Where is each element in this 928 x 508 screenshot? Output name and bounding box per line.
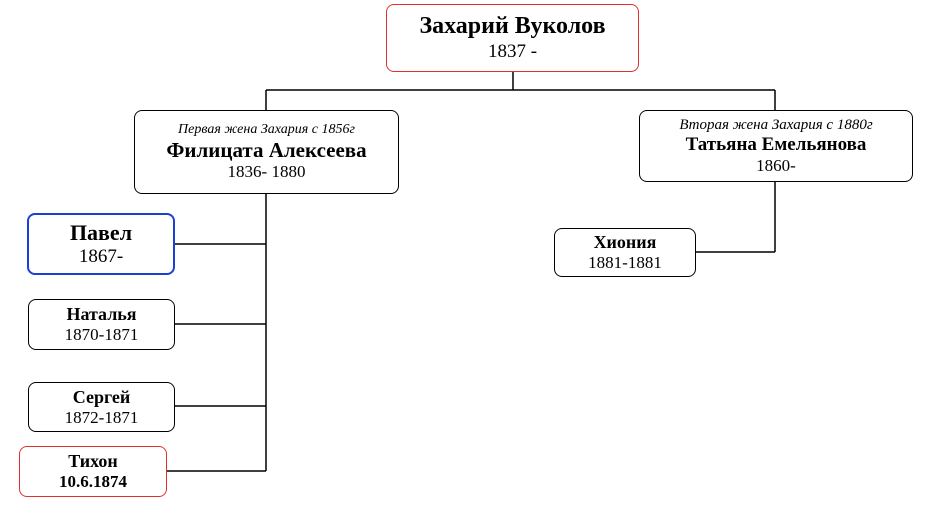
person-years: 1870-1871	[64, 325, 139, 345]
person-pavel[interactable]: Павел 1867-	[27, 213, 175, 275]
person-root[interactable]: Захарий Вуколов 1837 -	[386, 4, 639, 72]
person-sergei[interactable]: Сергей 1872-1871	[28, 382, 175, 432]
person-tikhon[interactable]: Тихон 10.6.1874	[19, 446, 167, 497]
spouse-note: Вторая жена Захария с 1880г	[679, 116, 873, 133]
person-name: Татьяна Емельянова	[685, 133, 867, 155]
person-years: 1837 -	[487, 40, 538, 62]
person-years: 1867-	[78, 245, 124, 267]
person-name: Филицата Алексеева	[166, 138, 367, 163]
person-name: Хиония	[593, 232, 657, 253]
person-years: 1872-1871	[64, 407, 139, 427]
person-name: Тихон	[68, 451, 118, 472]
person-years: 10.6.1874	[59, 472, 127, 492]
person-name: Сергей	[72, 386, 131, 407]
person-wife-1[interactable]: Первая жена Захария с 1856г Филицата Але…	[134, 110, 399, 194]
person-years: 1836- 1880	[227, 162, 306, 182]
person-years: 1860-	[756, 155, 796, 175]
person-name: Павел	[69, 220, 133, 246]
person-name: Захарий Вуколов	[419, 13, 606, 40]
spouse-note: Первая жена Захария с 1856г	[178, 122, 355, 138]
person-khioniya[interactable]: Хиония 1881-1881	[554, 228, 696, 277]
person-name: Наталья	[66, 304, 137, 325]
person-natalya[interactable]: Наталья 1870-1871	[28, 299, 175, 350]
person-wife-2[interactable]: Вторая жена Захария с 1880г Татьяна Емел…	[639, 110, 913, 182]
person-years: 1881-1881	[588, 253, 662, 273]
